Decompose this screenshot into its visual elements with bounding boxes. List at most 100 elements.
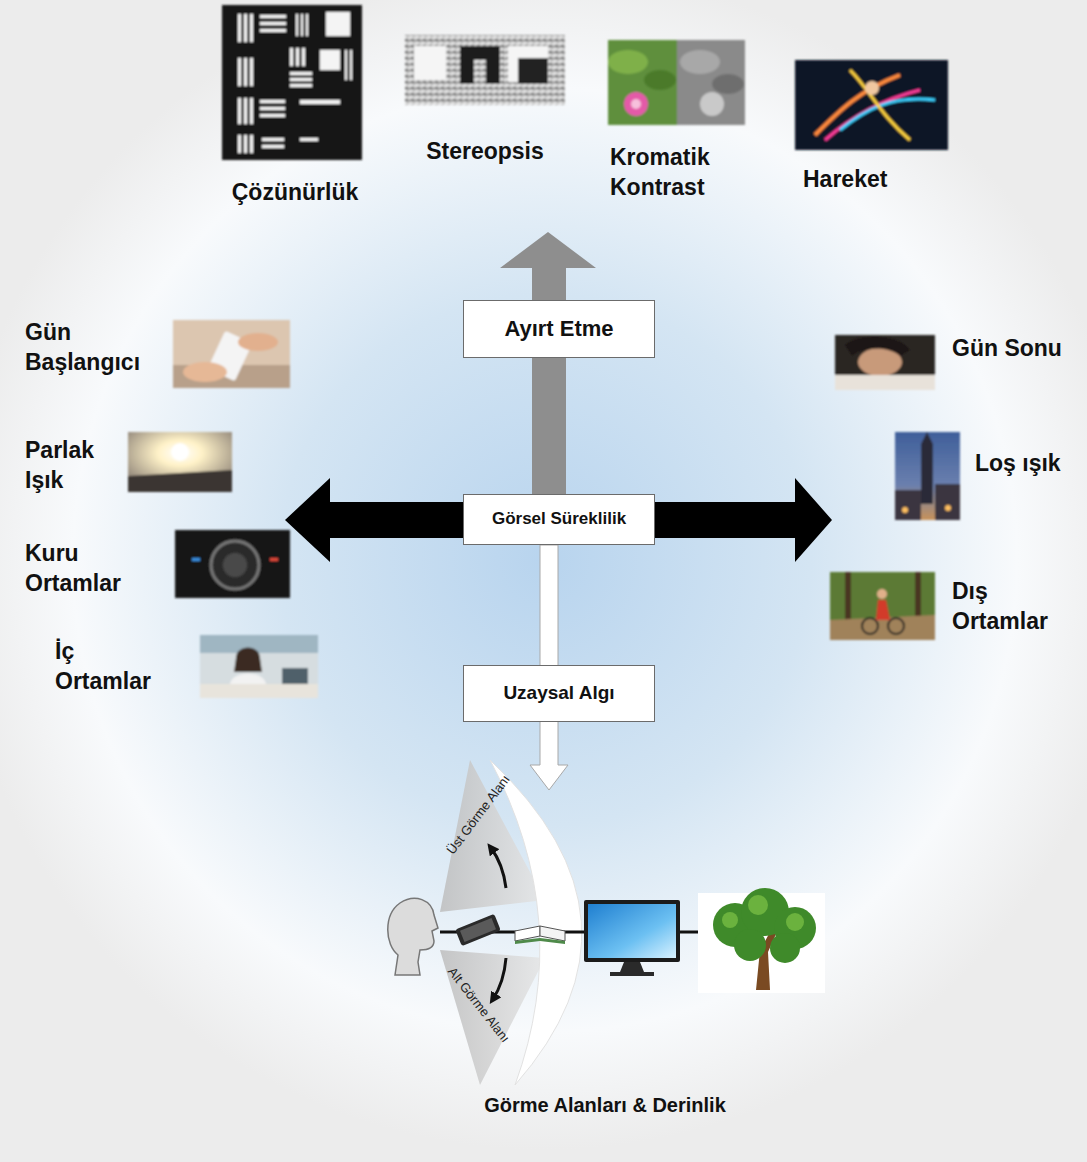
image-tile: Loş ışık <box>890 428 1080 524</box>
head-silhouette <box>388 898 438 975</box>
dusk-city-picture <box>895 432 960 520</box>
tile-label: Dış Ortamlar <box>952 577 1062 637</box>
tower <box>921 444 933 504</box>
sun <box>171 443 189 461</box>
bar <box>262 145 284 148</box>
leaf <box>712 74 744 94</box>
field-label-holder: Alt Görme Alanı <box>444 964 513 1046</box>
tile-label: Stereopsis <box>415 137 555 167</box>
hair <box>234 648 262 673</box>
lower-field-arrow <box>493 958 506 999</box>
resolution-chart <box>222 5 362 160</box>
bar <box>302 48 305 66</box>
motion-picture <box>795 60 948 150</box>
axis-box: Uzaysal Algı <box>463 665 655 722</box>
green-half <box>608 40 677 125</box>
bar <box>300 100 340 104</box>
wheel <box>862 618 878 634</box>
square <box>326 12 350 36</box>
dark-shape <box>460 46 500 84</box>
monitor <box>282 668 308 684</box>
axis-box: Görsel Süreklilik <box>463 494 655 545</box>
stereopsis-picture <box>405 35 565 105</box>
shirt <box>230 674 266 685</box>
figure-head <box>865 81 879 95</box>
phone-body <box>455 914 501 946</box>
air-conditioner-picture <box>175 530 290 598</box>
motion-streak <box>850 70 910 140</box>
monitor-frame <box>584 900 680 962</box>
phone-screen <box>460 918 496 942</box>
chart-ground <box>222 5 362 160</box>
tree-trunk <box>845 572 851 622</box>
bar <box>238 14 241 42</box>
tile-label: Hareket <box>803 165 913 195</box>
bar <box>260 22 286 25</box>
bar <box>262 138 284 141</box>
image-tile: İç Ortamlar <box>50 630 322 702</box>
bar <box>250 135 253 153</box>
axis-box: Ayırt Etme <box>463 300 655 358</box>
bar <box>290 84 312 87</box>
bar <box>300 138 318 141</box>
tile-label: Çözünürlük <box>225 178 365 208</box>
leaf <box>644 70 676 90</box>
rider <box>876 600 890 620</box>
bar <box>290 78 312 81</box>
image-tile: Dış Ortamlar <box>825 568 1070 644</box>
knob <box>211 541 259 589</box>
dashboard <box>128 470 232 492</box>
bright-light-picture <box>128 432 232 492</box>
tile-label: Görme Alanları & Derinlik <box>375 1092 835 1118</box>
tile-label: Kuru Ortamlar <box>25 539 147 599</box>
noise-field <box>405 35 565 105</box>
spire <box>921 432 933 444</box>
image-tile: Stereopsis <box>400 30 570 200</box>
knob-center <box>223 553 247 577</box>
street-light <box>902 507 908 513</box>
leaf-highlight <box>786 913 804 931</box>
bar <box>290 72 312 75</box>
bar <box>250 98 253 124</box>
photo-ground <box>835 335 935 390</box>
sky <box>895 432 960 520</box>
leaf-highlight <box>722 912 738 928</box>
motion-streak <box>840 99 935 130</box>
tile-label: Gün Başlangıcı <box>25 318 153 378</box>
leaf <box>608 50 648 74</box>
wheel <box>888 618 904 634</box>
monitor-base <box>610 972 654 976</box>
bar <box>260 100 285 103</box>
forest-ground <box>830 572 935 640</box>
image-tile: Çözünürlük <box>215 0 375 214</box>
hand <box>183 362 227 382</box>
field-label: Alt Görme Alanı <box>444 964 512 1045</box>
chart-bars <box>238 12 352 153</box>
bar <box>260 114 285 117</box>
image-tile: Gün Başlangıcı <box>20 312 295 394</box>
tree-trunk <box>915 572 921 622</box>
tile-label: İç Ortamlar <box>55 637 160 697</box>
bar <box>244 58 247 86</box>
bar <box>244 14 247 42</box>
bar <box>238 135 241 153</box>
box-label: Ayırt Etme <box>504 316 613 342</box>
image-tile: Parlak Işık <box>20 428 236 498</box>
bar <box>301 14 303 36</box>
bar <box>290 48 293 66</box>
morning-picture <box>173 320 290 388</box>
bar <box>345 50 347 80</box>
leaf-cluster <box>734 929 766 961</box>
tile-label: Gün Sonu <box>952 334 1070 364</box>
flower <box>700 92 724 116</box>
field-label-holder: Üst Görme Alanı <box>443 772 513 857</box>
street-light <box>945 505 951 511</box>
bar <box>238 98 241 124</box>
hand <box>238 333 278 351</box>
box-label: Uzaysal Algı <box>503 682 614 705</box>
hair <box>845 336 910 356</box>
box-label: Görsel Süreklilik <box>492 509 626 529</box>
pillow <box>835 375 935 390</box>
office-ground <box>200 635 318 698</box>
